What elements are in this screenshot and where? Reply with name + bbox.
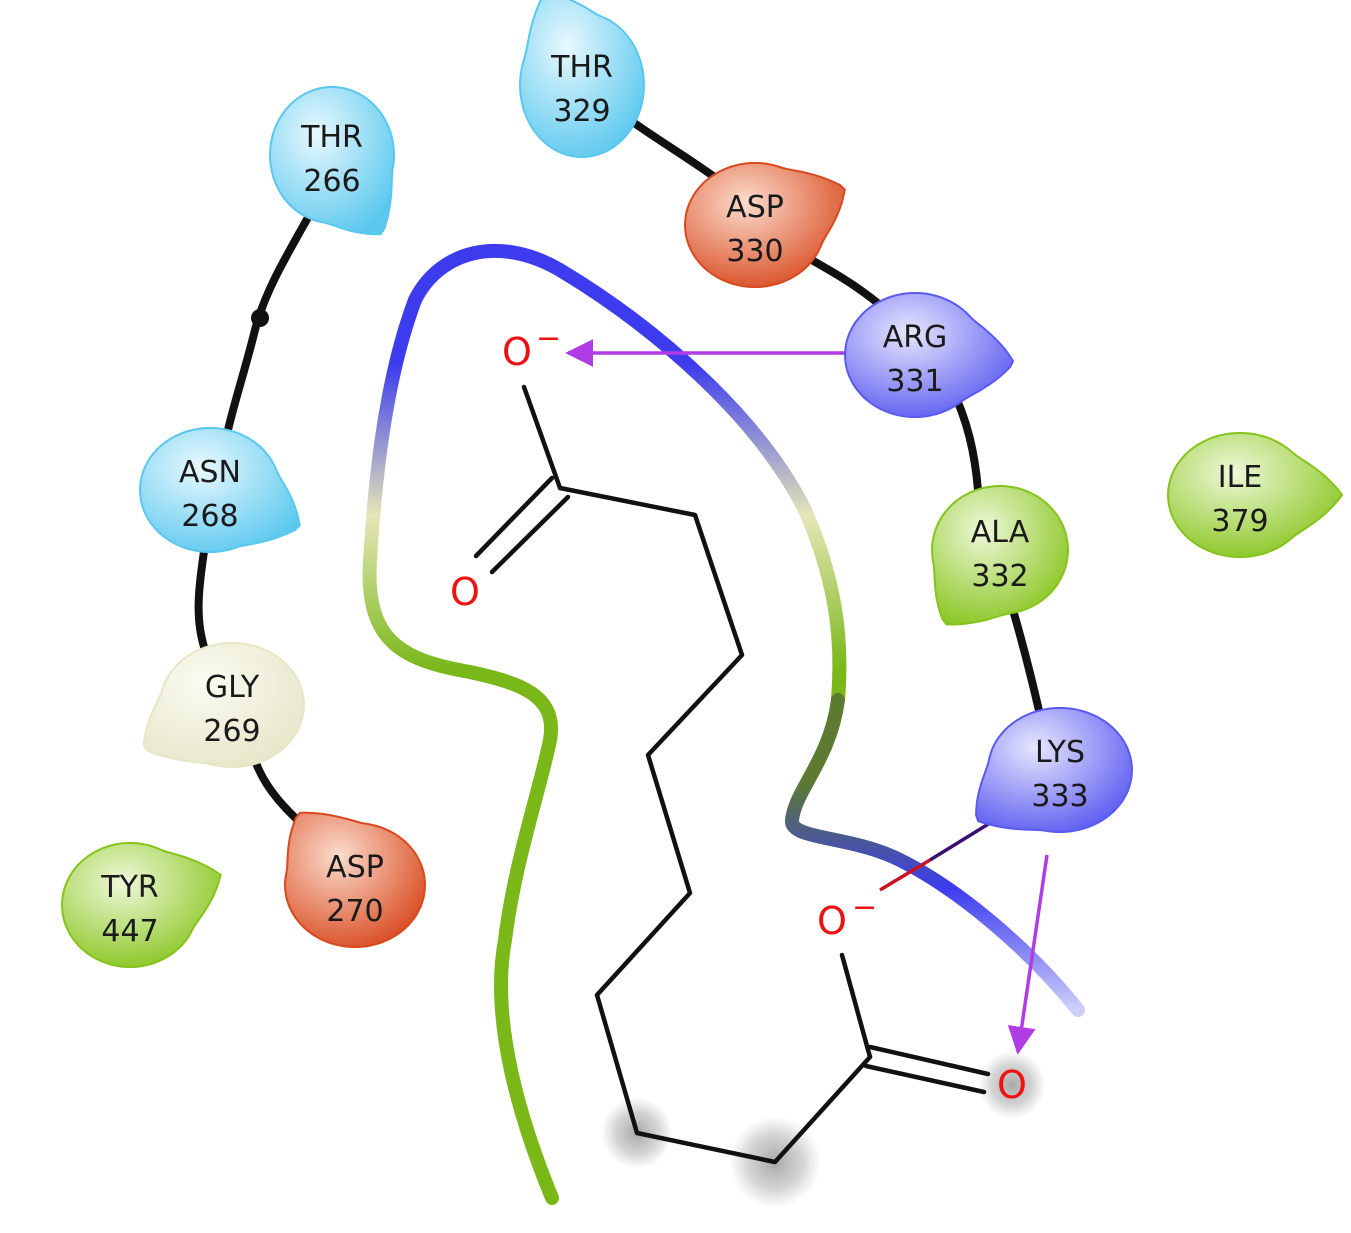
bond-c1-o-double-b xyxy=(489,494,571,575)
atom-symbol: O xyxy=(817,899,847,943)
residue-name: GLY xyxy=(205,670,260,705)
residue-name: ARG xyxy=(883,320,948,355)
residue-name: ASN xyxy=(179,455,241,490)
residue-number: 329 xyxy=(553,94,610,129)
residue-name: THR xyxy=(550,50,613,85)
residue-asn268: ASN 268 xyxy=(138,427,301,553)
salt-bridge-lys333-blue xyxy=(929,821,991,862)
residue-marker xyxy=(843,292,1015,418)
residue-marker xyxy=(60,842,222,968)
bond-c1-o-double-a xyxy=(473,475,555,559)
residue-number: 447 xyxy=(101,914,158,949)
residue-marker xyxy=(518,0,646,158)
backbone-break-node xyxy=(251,309,269,327)
solvent-exposure xyxy=(601,1051,1046,1208)
residue-name: TYR xyxy=(100,870,159,905)
pocket-outline xyxy=(362,243,1085,1205)
backbone-ala332-lys333 xyxy=(1006,596,1044,719)
residue-marker xyxy=(930,485,1070,626)
residue-marker xyxy=(283,811,427,948)
residue-name: LYS xyxy=(1035,735,1085,770)
residue-number: 270 xyxy=(326,894,383,929)
residue-number: 330 xyxy=(726,234,783,269)
residue-number: 266 xyxy=(303,164,360,199)
residue-marker xyxy=(138,427,301,553)
residue-marker xyxy=(683,162,846,288)
atoms: O − O O − O xyxy=(450,321,1027,1107)
salt-bridge-lys333-red xyxy=(879,858,931,892)
bond-c18-o-double-a xyxy=(867,1044,991,1077)
residue-number: 333 xyxy=(1031,779,1088,814)
residue-marker xyxy=(142,642,306,768)
residue-lys333: LYS 333 xyxy=(975,707,1134,833)
hbond-arrow-lys333 xyxy=(1007,854,1049,1055)
residue-number: 269 xyxy=(203,714,260,749)
pocket-inner-curve xyxy=(785,693,1085,1017)
residue-marker xyxy=(268,86,396,236)
atom-symbol: O xyxy=(450,570,480,614)
residue-thr266: THR 266 xyxy=(268,86,396,236)
residue-number: 331 xyxy=(886,364,943,399)
residue-marker xyxy=(975,707,1134,833)
solvent-exposure-shadow xyxy=(978,1051,1046,1119)
atom-symbol: O xyxy=(502,330,532,374)
backbone-thr329-asp330 xyxy=(626,116,729,189)
atom-o-bottom-anion: O − xyxy=(817,890,877,943)
residue-asp330: ASP 330 xyxy=(683,162,846,288)
residue-name: ILE xyxy=(1218,460,1263,495)
residue-number: 332 xyxy=(971,559,1028,594)
atom-charge: − xyxy=(852,890,877,925)
residue-name: THR xyxy=(300,120,363,155)
bond-c18-o-anion xyxy=(839,952,873,1060)
bond-c18-o-double-b xyxy=(863,1063,987,1095)
residue-name: ALA xyxy=(971,515,1030,550)
residues: THR266ASN268GLY269ASP270TYR447THR329ASP3… xyxy=(60,0,1344,968)
residue-tyr447: TYR 447 xyxy=(60,842,222,968)
ligand xyxy=(473,384,991,1165)
residue-marker xyxy=(1166,432,1344,558)
residue-asp270: ASP 270 xyxy=(283,811,427,948)
atom-o-top-anion: O − xyxy=(502,321,561,374)
bond-c1-o-anion xyxy=(521,384,563,491)
residue-number: 379 xyxy=(1211,504,1268,539)
residue-thr329: THR 329 xyxy=(518,0,646,158)
residue-number: 268 xyxy=(181,499,238,534)
ligand-chain xyxy=(557,485,873,1165)
interactions xyxy=(565,339,1049,1055)
residue-ala332: ALA 332 xyxy=(930,485,1070,626)
atom-charge: − xyxy=(536,321,561,356)
backbone-links xyxy=(194,116,1044,839)
atom-o-bottom-carbonyl: O xyxy=(997,1063,1027,1107)
backbone-thr266-asn268 xyxy=(224,201,319,434)
residue-arg331: ARG 331 xyxy=(843,292,1015,418)
backbone-asn268-gly269 xyxy=(194,541,209,654)
residue-name: ASP xyxy=(326,850,384,885)
residue-gly269: GLY 269 xyxy=(142,642,306,768)
atom-o-top-carbonyl: O xyxy=(450,570,480,614)
pocket-outer-curve xyxy=(362,243,847,1205)
residue-name: ASP xyxy=(726,190,784,225)
atom-symbol: O xyxy=(997,1063,1027,1107)
residue-ile379: ILE 379 xyxy=(1166,432,1344,558)
